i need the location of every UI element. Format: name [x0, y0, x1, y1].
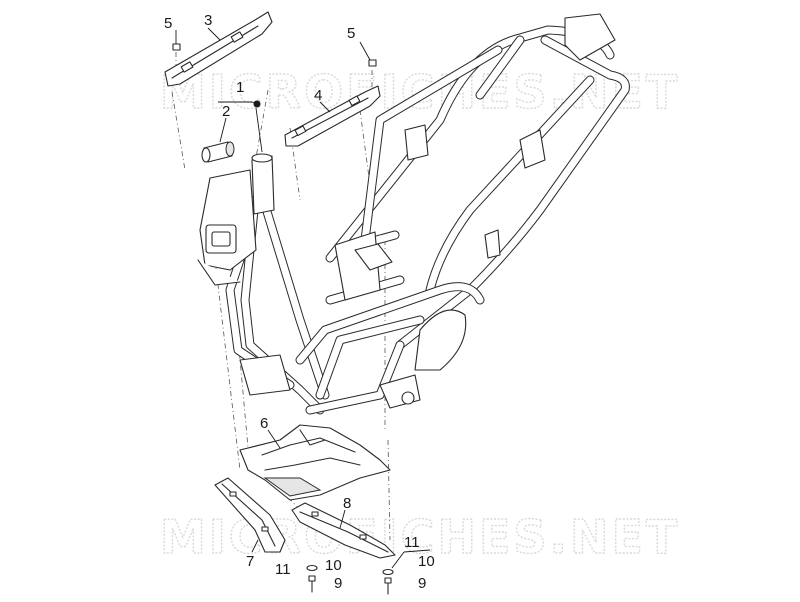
hardware-left-9-10-11 — [306, 564, 318, 593]
callout-1: 1 — [236, 79, 244, 96]
callout-3: 3 — [204, 12, 212, 29]
part-6-under-tray — [239, 424, 391, 501]
part-3-upper-bracket — [164, 11, 273, 87]
hardware-right-9-10-11 — [382, 568, 394, 595]
part-2-bearing-cup — [201, 141, 235, 163]
part-8-floor-strip-right — [291, 502, 396, 559]
callout-10-right: 10 — [418, 553, 435, 570]
callout-11-right: 11 — [404, 534, 420, 551]
callout-5-left: 5 — [164, 15, 172, 32]
callout-9-right: 9 — [418, 575, 426, 592]
callout-6: 6 — [260, 415, 268, 432]
callout-leaders — [175, 27, 431, 569]
main-frame — [197, 13, 630, 476]
callout-10-left: 10 — [325, 557, 342, 574]
part-5-screws — [172, 43, 377, 67]
callout-4: 4 — [314, 87, 322, 104]
callout-2: 2 — [222, 103, 230, 120]
callout-8: 8 — [343, 495, 351, 512]
callout-7: 7 — [246, 553, 254, 570]
part-7-floor-strip-left — [214, 477, 286, 553]
callout-5-right: 5 — [347, 25, 355, 42]
callout-9-left: 9 — [334, 575, 342, 592]
callout-11-left: 11 — [275, 561, 291, 578]
part-4-mid-bracket — [284, 85, 381, 147]
